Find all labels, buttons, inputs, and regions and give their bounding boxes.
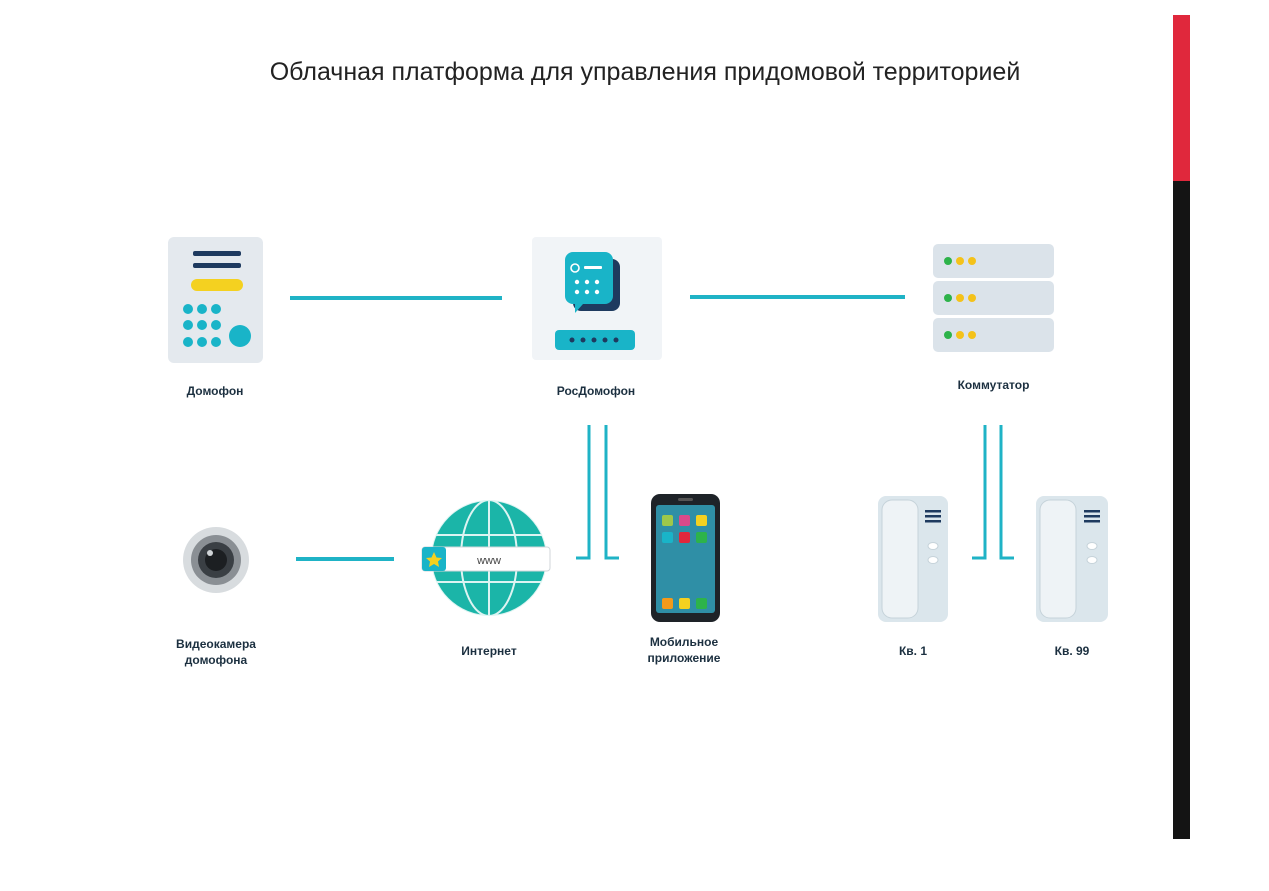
connector-switch-down-left <box>972 425 987 560</box>
label-intercom: Домофон <box>186 384 244 398</box>
connector-switch-down-right <box>999 425 1014 560</box>
label-camera-line1: Видеокамера <box>176 637 256 651</box>
label-camera-line2: домофона <box>184 653 248 667</box>
label-camera: Видеокамера домофона <box>156 636 276 668</box>
rosdomofon-device-icon <box>532 237 662 360</box>
label-apt99: Кв. 99 <box>1054 644 1090 658</box>
connectors <box>290 295 1014 561</box>
handset-icon-apt99 <box>1036 496 1108 622</box>
connector-rosdomofon-down-left <box>576 425 591 560</box>
label-apt1: Кв. 1 <box>898 644 928 658</box>
intercom-panel-icon <box>168 237 263 363</box>
server-rack-icon <box>933 244 1054 352</box>
handset-icon-apt1 <box>878 496 948 622</box>
label-switch: Коммутатор <box>957 378 1030 392</box>
label-mobile-line1: Мобильное <box>649 635 719 649</box>
side-stripe-red <box>1173 15 1190 181</box>
label-rosdomofon: РосДомофон <box>556 384 636 398</box>
label-internet: Интернет <box>461 644 517 658</box>
smartphone-icon <box>651 494 720 622</box>
side-stripe-black <box>1173 181 1190 839</box>
label-mobile: Мобильное приложение <box>624 634 744 666</box>
url-bar-text: www <box>476 555 501 567</box>
camera-lens-icon <box>183 527 249 593</box>
label-mobile-line2: приложение <box>647 651 721 665</box>
connector-rosdomofon-down-right <box>604 425 619 560</box>
globe-icon <box>421 499 551 617</box>
page-title: Облачная платформа для управления придом… <box>269 58 1021 86</box>
